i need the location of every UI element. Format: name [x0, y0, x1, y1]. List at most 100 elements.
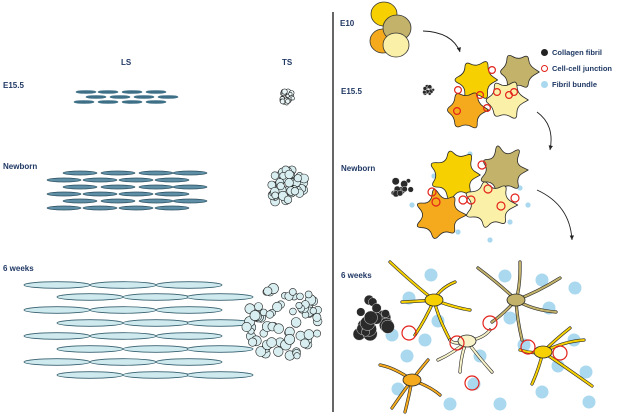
- ts-fibril-newborn: [284, 169, 294, 179]
- fibril-bundle: [424, 268, 438, 282]
- cell-body: [506, 293, 526, 307]
- ts-fibril-newborn: [271, 191, 279, 200]
- ls-fibril-e15-5: [73, 100, 95, 104]
- ls-fibril-newborn: [154, 177, 190, 183]
- ls-fibril-newborn: [82, 177, 118, 183]
- 6-weeks-cell: [388, 260, 472, 342]
- e15-5-cell-cell-junction: [483, 103, 492, 112]
- newborn-cell-cell-junction: [510, 193, 520, 203]
- ls-fibril-newborn: [154, 191, 190, 197]
- e15-5-cell-cell-junction: [476, 90, 485, 99]
- ls-fibril-6-weeks: [186, 293, 254, 301]
- ls-fibril-newborn: [118, 191, 154, 197]
- collagen-fibril-cluster-newborn: [391, 177, 400, 186]
- fibril-bundle: [568, 281, 582, 295]
- ts-fibril-6-weeks: [273, 323, 284, 334]
- cell-body: [533, 345, 553, 359]
- collagen-fibril-cluster-e15-5: [427, 84, 433, 90]
- arrow-head: [548, 145, 553, 150]
- ts-fibril-6-weeks: [312, 312, 322, 322]
- fibril-bundle: [582, 395, 596, 409]
- ls-fibril-e15-5: [97, 90, 119, 94]
- ts-fibril-6-weeks: [304, 290, 313, 299]
- ls-fibril-newborn: [82, 205, 118, 211]
- newborn-cell: [416, 188, 468, 239]
- newborn-cell-cell-junction: [458, 195, 468, 205]
- cell-network-illustrations: [369, 1, 596, 414]
- e15-5-cell-cell-junction: [454, 85, 463, 94]
- right-stage-label-newborn: Newborn: [341, 164, 376, 173]
- newborn-cell: [480, 145, 529, 194]
- ls-fibril-newborn: [100, 170, 136, 176]
- newborn-cell-cell-junction: [427, 187, 437, 197]
- ls-fibril-6-weeks: [23, 332, 91, 340]
- newborn-cell-cell-junction: [496, 201, 506, 211]
- ts-fibril-newborn: [290, 187, 300, 196]
- collagen-fibril-cluster-6-weeks: [363, 310, 378, 325]
- ts-fibril-6-weeks: [241, 321, 252, 332]
- fibril-bundle: [418, 333, 432, 347]
- ls-fibril-6-weeks: [56, 371, 124, 379]
- ts-fibril-newborn: [276, 182, 285, 191]
- ls-fibril-6-weeks: [186, 371, 254, 379]
- fibril-bundle: [493, 397, 507, 411]
- ts-fibril-newborn: [270, 171, 280, 180]
- ls-fibril-newborn: [62, 184, 98, 190]
- legend-label-collagen-fibril: Collagen fibril: [552, 48, 603, 57]
- collagen-fibril-cluster-e15-5: [422, 90, 427, 95]
- ls-fibril-6-weeks: [186, 345, 254, 353]
- ls-fibril-newborn: [118, 177, 154, 183]
- e15-5-cell: [485, 81, 529, 119]
- collagen-fibril-legend-icon: [541, 49, 548, 56]
- ts-fibril-6-weeks: [290, 317, 302, 328]
- ls-fibril-6-weeks: [155, 332, 223, 340]
- ts-fibril-6-weeks: [296, 292, 304, 301]
- collagen-fibril-cluster-e15-5: [422, 86, 428, 91]
- legend-label-fibril-bundle: Fibril bundle: [552, 80, 597, 89]
- ls-fibril-6-weeks: [23, 281, 91, 289]
- ts-fibril-newborn: [293, 174, 302, 183]
- ls-fibril-6-weeks: [56, 319, 124, 327]
- ls-fibril-newborn: [46, 177, 82, 183]
- 6-weeks-cell: [518, 326, 594, 388]
- 6-weeks-cell: [378, 358, 442, 414]
- collagen-fibril-cluster-6-weeks: [380, 319, 395, 334]
- cell-body: [424, 293, 444, 307]
- 6-weeks-cell-cell-junction: [464, 375, 480, 391]
- ts-fibril-6-weeks: [248, 337, 258, 347]
- ts-fibril-6-weeks: [288, 288, 297, 296]
- fibril-cluster-icons: [352, 84, 435, 342]
- ls-fibril-6-weeks: [23, 306, 91, 314]
- collagen-fibril-cluster-newborn: [405, 178, 411, 184]
- arrow-head: [456, 47, 461, 52]
- ls-fibril-newborn: [138, 198, 174, 204]
- ls-fibril-6-weeks: [155, 281, 223, 289]
- e15-5-cell-cell-junction: [488, 65, 497, 74]
- ls-fibril-newborn: [46, 205, 82, 211]
- legend-label-cell-cell-junction: Cell-cell junction: [552, 64, 613, 73]
- ls-fibril-6-weeks: [122, 345, 190, 353]
- ls-fibril-6-weeks: [56, 345, 124, 353]
- e15-5-cell: [447, 92, 489, 129]
- right-stage-label-e15-5: E15.5: [341, 87, 362, 96]
- ts-fibril-6-weeks: [289, 307, 297, 316]
- collagen-fibril-cluster-6-weeks: [356, 307, 366, 317]
- collagen-fibril-cluster-6-weeks: [381, 309, 390, 318]
- ts-fibril-6-weeks: [263, 286, 273, 296]
- e15-5-cell-cell-junction: [493, 87, 502, 96]
- ls-fibril-6-weeks: [155, 306, 223, 314]
- newborn-cell-cell-junction: [431, 197, 441, 207]
- ls-fibril-e15-5: [133, 95, 155, 99]
- ls-fibril-6-weeks: [89, 281, 157, 289]
- ts-fibril-6-weeks: [309, 307, 317, 315]
- collagen-fibril-cluster-e15-5: [431, 88, 435, 92]
- ls-fibril-6-weeks: [56, 293, 124, 301]
- 6-weeks-cell: [436, 328, 494, 374]
- ts-fibril-6-weeks: [265, 310, 274, 319]
- ls-fibril-6-weeks: [155, 358, 223, 366]
- ls-column-header: LS: [121, 58, 132, 67]
- ts-column-header: TS: [282, 58, 293, 67]
- progression-arrow: [536, 111, 552, 151]
- fibril-bundle: [455, 229, 461, 235]
